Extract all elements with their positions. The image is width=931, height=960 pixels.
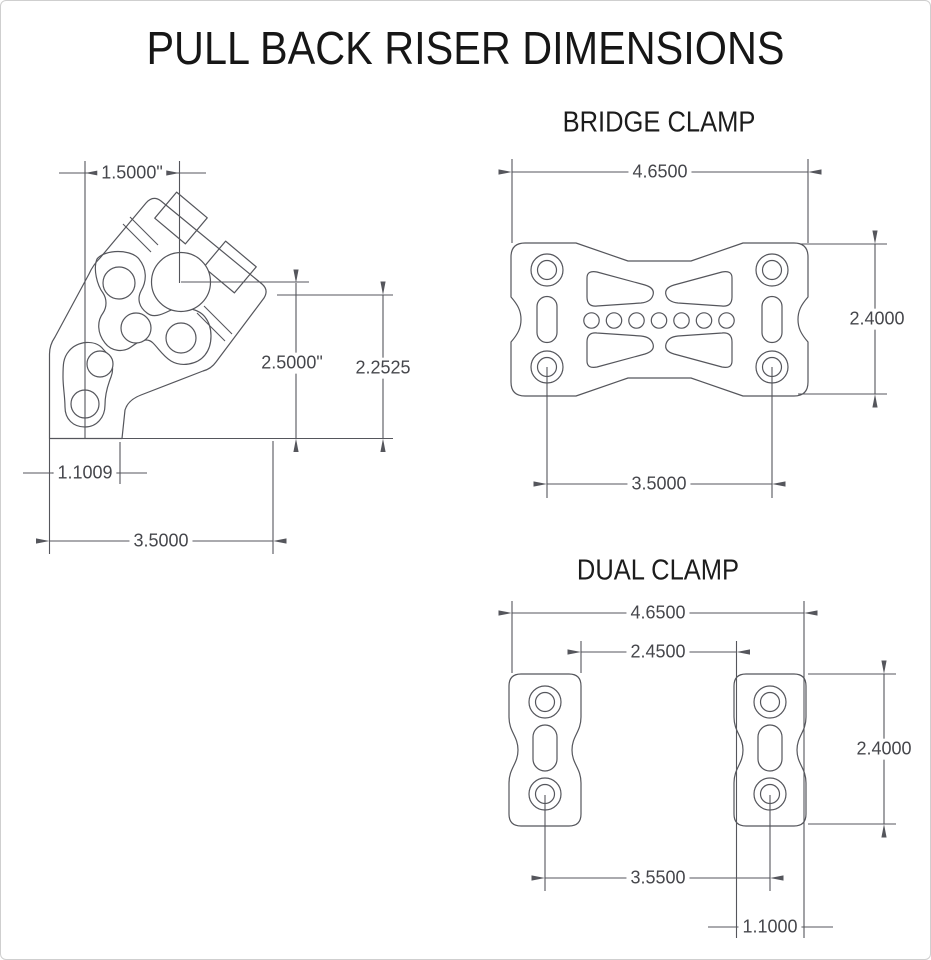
mounting-hole	[536, 259, 558, 281]
clamp-notch-top	[154, 191, 208, 245]
bridge-clamp-title: BRIDGE CLAMP	[562, 106, 756, 139]
clamp-split-line	[129, 216, 159, 246]
dim-label-dual-hole-spacing: 3.5500	[626, 867, 690, 889]
riser-silhouette	[48, 197, 267, 440]
side-slot	[536, 295, 558, 344]
relief-slot-lower-right	[665, 332, 733, 368]
relief-slot-lower-left	[586, 332, 654, 368]
dim-label-side-clamp-offset: 1.5000"	[97, 162, 167, 184]
side-view-drawing	[23, 161, 393, 554]
mounting-hole	[759, 691, 781, 713]
center-hole	[673, 312, 690, 329]
center-hole	[583, 312, 600, 329]
lower-pocket-contour	[62, 341, 114, 428]
clamp-notch-right	[203, 240, 257, 294]
center-hole	[695, 312, 713, 329]
center-hole	[718, 312, 735, 329]
riser-hole	[86, 350, 114, 378]
riser-hole	[102, 266, 136, 300]
center-hole	[628, 312, 645, 329]
dual-clamp-drawing	[498, 601, 896, 938]
dim-label-dual-clamp-width: 1.1000	[738, 916, 802, 938]
center-hole	[605, 312, 623, 329]
dim-label-side-foot-width: 1.1009	[53, 462, 117, 484]
dim-label-dual-overall-width: 4.6500	[626, 602, 690, 624]
dim-label-dual-inner-gap: 2.4500	[626, 641, 690, 663]
dim-label-side-center-height: 2.5000"	[257, 352, 327, 374]
dim-label-side-base-width: 3.5000	[129, 530, 193, 552]
mounting-hole	[534, 691, 556, 713]
page-title-text: PULL BACK RISER DIMENSIONS	[146, 22, 785, 74]
clamp-split-line	[203, 305, 233, 335]
dim-label-dual-height: 2.4000	[852, 738, 916, 760]
relief-slot-upper-right	[665, 271, 733, 307]
dual-clamp-title: DUAL CLAMP	[576, 554, 740, 587]
relief-slot-upper-left	[586, 271, 654, 307]
dim-label-side-body-height: 2.2525	[351, 357, 415, 379]
dim-label-bridge-hole-spacing: 3.5000	[627, 473, 691, 495]
mounting-hole	[761, 259, 783, 281]
riser-hole	[165, 322, 197, 354]
bridge-clamp-drawing	[498, 159, 887, 498]
clamp-split-line	[122, 223, 152, 253]
center-hole	[650, 312, 668, 329]
side-slot	[532, 724, 558, 772]
riser-hole	[120, 312, 152, 344]
side-slot	[761, 295, 783, 344]
page-title: PULL BACK RISER DIMENSIONS	[1, 21, 930, 75]
upper-pocket-contour	[94, 250, 212, 365]
dim-label-bridge-overall-width: 4.6500	[628, 161, 692, 183]
clamp-split-line	[196, 312, 226, 342]
dim-label-bridge-height: 2.4000	[845, 308, 909, 330]
side-slot	[757, 724, 783, 772]
